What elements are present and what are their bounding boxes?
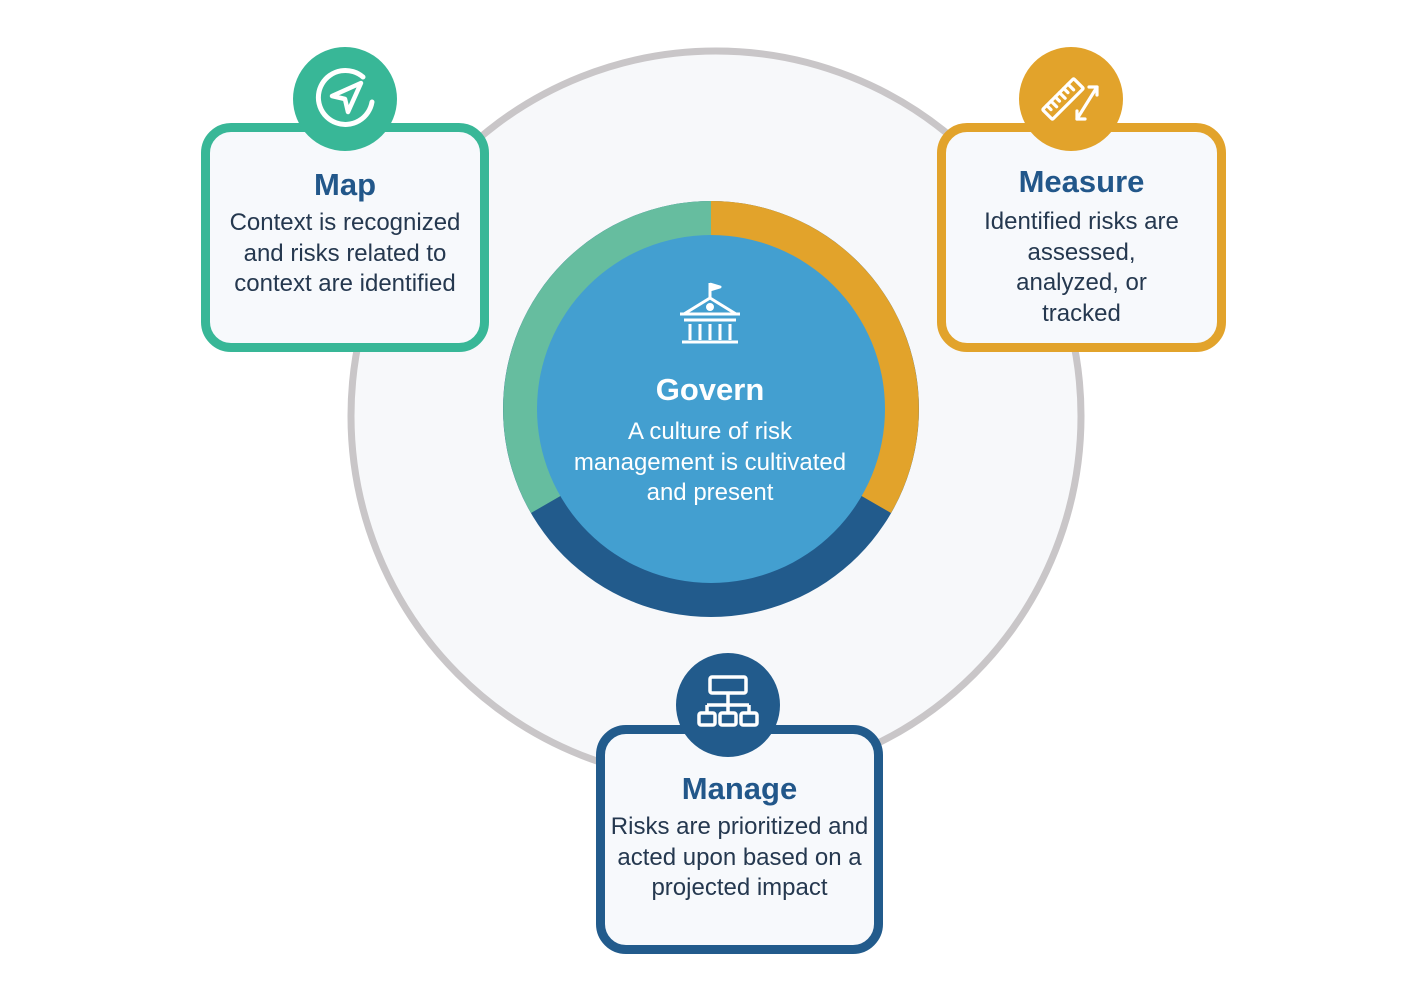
- govern-section: Govern A culture of risk management is c…: [560, 280, 860, 509]
- ruler-measure-icon: [1031, 57, 1111, 142]
- measure-card: Measure Identified risks are assessed, a…: [937, 123, 1226, 352]
- navigation-arrow-icon: [305, 57, 385, 142]
- map-badge: [293, 47, 397, 151]
- measure-badge: [1019, 47, 1123, 151]
- manage-card: Manage Risks are prioritized and acted u…: [596, 725, 883, 954]
- measure-description: Identified risks are assessed, analyzed,…: [984, 208, 1179, 327]
- govern-circle: [537, 235, 885, 583]
- govern-description: A culture of risk management is cultivat…: [573, 418, 847, 506]
- measure-title: Measure: [1018, 164, 1145, 199]
- hierarchy-chart-icon: [688, 663, 768, 748]
- government-building-icon: [676, 280, 744, 353]
- map-card: Map Context is recognized and risks rela…: [201, 123, 489, 352]
- manage-badge: [676, 653, 780, 757]
- map-title: Map: [314, 167, 376, 202]
- manage-title: Manage: [681, 771, 798, 806]
- manage-description: Risks are prioritized and acted upon bas…: [610, 813, 869, 901]
- govern-title: Govern: [655, 372, 765, 407]
- map-description: Context is recognized and risks related …: [229, 209, 461, 297]
